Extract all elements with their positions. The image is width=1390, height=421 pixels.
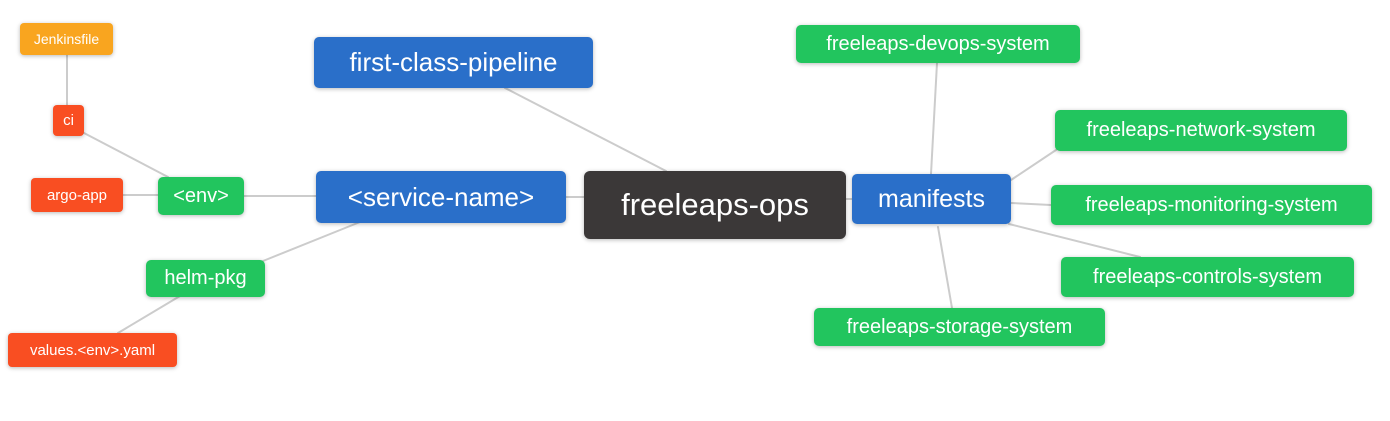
node-freeleaps-devops-system[interactable]: freeleaps-devops-system — [796, 25, 1080, 63]
node-freeleaps-controls-system[interactable]: freeleaps-controls-system — [1061, 257, 1354, 297]
edge-values-helm-pkg — [117, 295, 181, 334]
edge-manifests-network — [1010, 149, 1057, 181]
node-jenkinsfile[interactable]: Jenkinsfile — [20, 23, 113, 55]
edge-ci-env — [83, 132, 169, 178]
node-env[interactable]: <env> — [158, 177, 244, 215]
node-helm-pkg[interactable]: helm-pkg — [146, 260, 265, 297]
node-freeleaps-ops-root[interactable]: freeleaps-ops — [584, 171, 846, 239]
node-manifests[interactable]: manifests — [852, 174, 1011, 224]
node-service-name[interactable]: <service-name> — [316, 171, 566, 223]
node-freeleaps-storage-system[interactable]: freeleaps-storage-system — [814, 308, 1105, 346]
edge-first-class-pipeline-ops — [504, 87, 667, 172]
node-freeleaps-network-system[interactable]: freeleaps-network-system — [1055, 110, 1347, 151]
edge-manifests-controls — [1008, 223, 1141, 258]
edge-manifests-storage — [937, 226, 953, 309]
node-freeleaps-monitoring-system[interactable]: freeleaps-monitoring-system — [1051, 185, 1372, 225]
edge-helm-pkg-service-name — [262, 221, 361, 262]
edge-manifests-monitoring — [1010, 202, 1052, 206]
node-ci[interactable]: ci — [53, 105, 84, 136]
edge-manifests-devops — [930, 62, 938, 175]
node-first-class-pipeline[interactable]: first-class-pipeline — [314, 37, 593, 88]
node-values-env-yaml[interactable]: values.<env>.yaml — [8, 333, 177, 367]
node-argo-app[interactable]: argo-app — [31, 178, 123, 212]
